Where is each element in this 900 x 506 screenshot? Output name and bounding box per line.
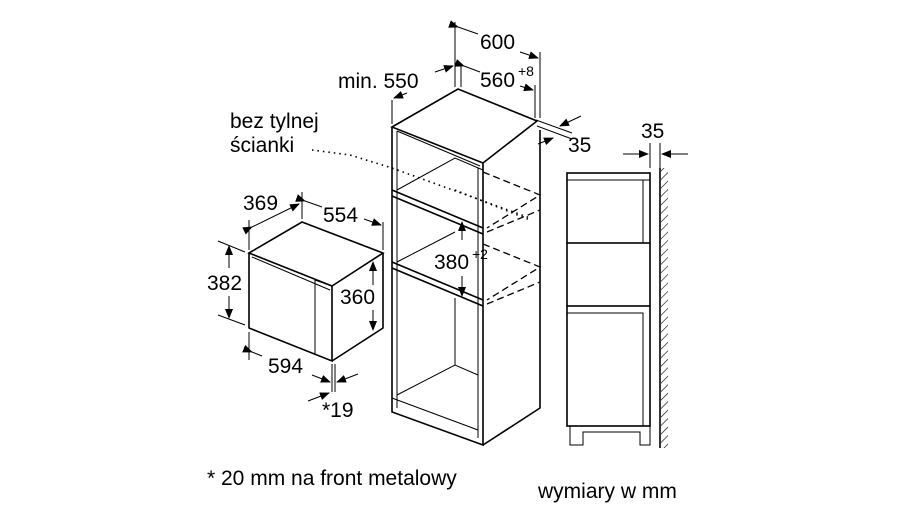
cabinet-min-depth-dim: min. 550 xyxy=(338,70,419,93)
microwave-drawing xyxy=(217,192,385,402)
microwave-width-top-dim: 554 xyxy=(323,204,358,227)
microwave-height-outer-dim: 382 xyxy=(207,272,242,295)
microwave-height-inner-dim: 360 xyxy=(340,286,375,309)
cabinet-width-dim: 600 xyxy=(480,31,515,54)
footnote: * 20 mm na front metalowy xyxy=(207,467,457,490)
units-note: wymiary w mm xyxy=(537,480,677,503)
front-offset-dim: *19 xyxy=(322,399,354,422)
no-back-wall-label-line2: ścianki xyxy=(230,134,294,157)
microwave-width-front-dim: 594 xyxy=(268,355,303,378)
no-back-wall-label-line1: bez tylnej xyxy=(230,110,319,133)
microwave-depth-dim: 369 xyxy=(243,192,278,215)
niche-width-tolerance: +8 xyxy=(518,63,534,79)
niche-width-dim: 560 xyxy=(480,69,515,92)
rear-gap-top-dim: 35 xyxy=(568,134,591,157)
niche-height-dim: 380 xyxy=(434,251,469,274)
tall-cabinet-drawing xyxy=(311,20,582,447)
niche-height-tolerance: +2 xyxy=(472,246,488,262)
rear-gap-side-dim: 35 xyxy=(641,120,664,143)
side-view-drawing xyxy=(566,143,688,448)
